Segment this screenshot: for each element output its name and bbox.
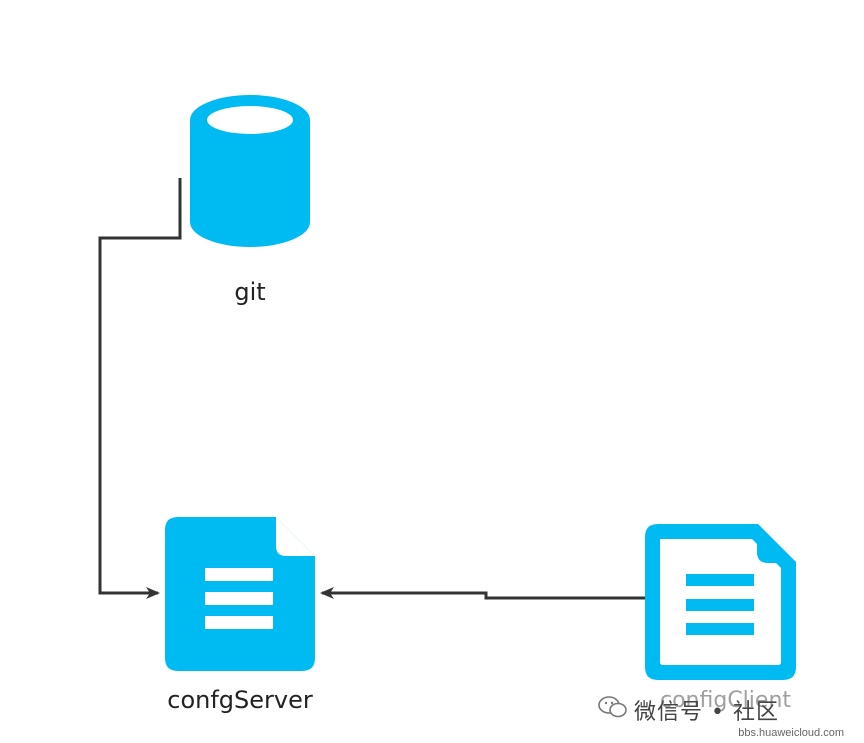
watermark-url: bbs.huaweicloud.com [738,727,844,739]
database-cylinder-icon [190,95,310,247]
wechat-icon [598,696,627,718]
watermark-text: 微信号 • 社区 [634,700,779,725]
document-outline-icon [645,524,796,680]
document-icon [165,517,315,671]
edge-git-to-config-server [98,178,182,599]
config-server-label: confgServer [167,686,313,714]
git-label: git [234,278,266,306]
edge-config-client-to-config-server [320,587,650,600]
watermark: 微信号 • 社区 bbs.huaweicloud.com [594,688,864,743]
